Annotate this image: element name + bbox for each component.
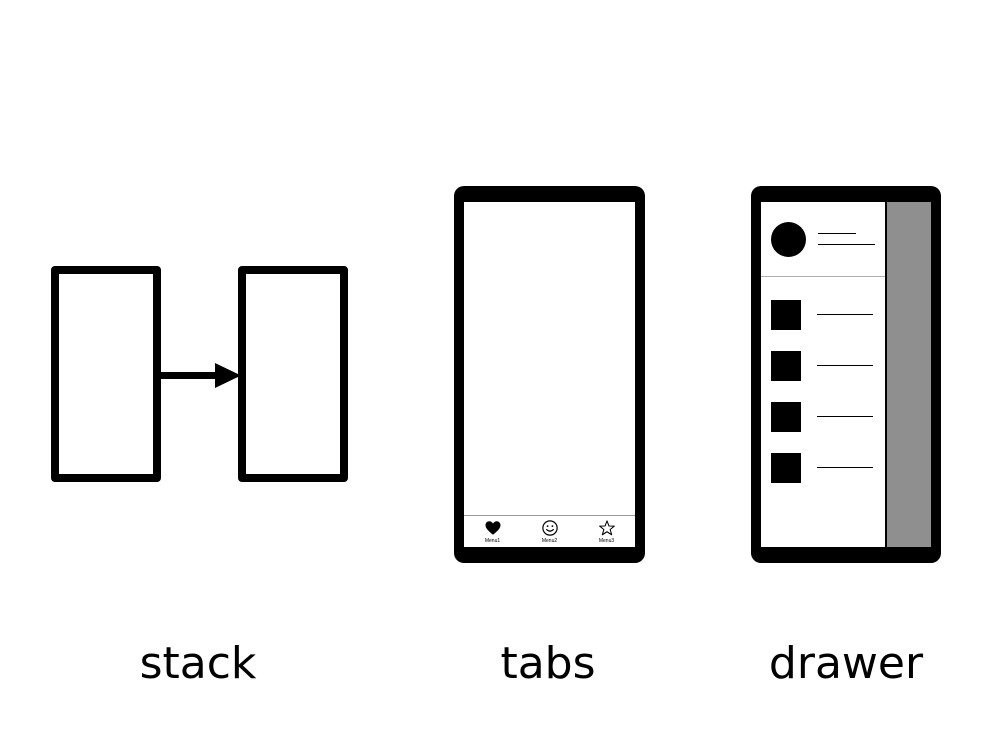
tab-label: Menu2 bbox=[541, 538, 558, 544]
square-icon bbox=[771, 453, 801, 483]
tab-label: Menu1 bbox=[484, 538, 501, 544]
square-icon bbox=[771, 402, 801, 432]
drawer-item-line bbox=[817, 467, 873, 468]
star-icon bbox=[598, 520, 615, 536]
drawer-phone bbox=[751, 186, 941, 563]
stack-caption: stack bbox=[139, 638, 257, 689]
drawer-caption: drawer bbox=[768, 638, 924, 689]
tab-menu3[interactable]: Menu3 bbox=[582, 516, 632, 544]
drawer-menu-item[interactable] bbox=[771, 300, 875, 330]
stack-screen-second bbox=[238, 266, 348, 482]
drawer-header-line bbox=[818, 233, 856, 234]
drawer-item-line bbox=[817, 416, 873, 417]
heart-icon bbox=[485, 521, 500, 535]
square-icon bbox=[771, 351, 801, 381]
drawer-item-line bbox=[817, 314, 873, 315]
drawer-menu-item[interactable] bbox=[771, 453, 875, 483]
drawer-menu-item[interactable] bbox=[771, 351, 875, 381]
tabs-phone: Menu1 Menu2 Menu3 bbox=[454, 186, 645, 563]
drawer-menu-item[interactable] bbox=[771, 402, 875, 432]
drawer-header-line bbox=[818, 244, 875, 245]
smiley-icon bbox=[541, 520, 558, 536]
stack-arrow-icon bbox=[155, 363, 241, 388]
drawer-scrim-overlay[interactable] bbox=[885, 202, 931, 547]
square-icon bbox=[771, 300, 801, 330]
tabs-caption: tabs bbox=[500, 638, 596, 689]
drawer-divider bbox=[761, 276, 885, 277]
tab-menu1[interactable]: Menu1 bbox=[468, 516, 518, 544]
stack-screen-first bbox=[51, 266, 161, 482]
tab-menu2[interactable]: Menu2 bbox=[525, 516, 575, 544]
drawer-menu bbox=[761, 202, 885, 547]
tab-bar: Menu1 Menu2 Menu3 bbox=[464, 515, 635, 547]
tab-label: Menu3 bbox=[598, 538, 615, 544]
avatar bbox=[771, 222, 806, 257]
drawer-item-line bbox=[817, 365, 873, 366]
